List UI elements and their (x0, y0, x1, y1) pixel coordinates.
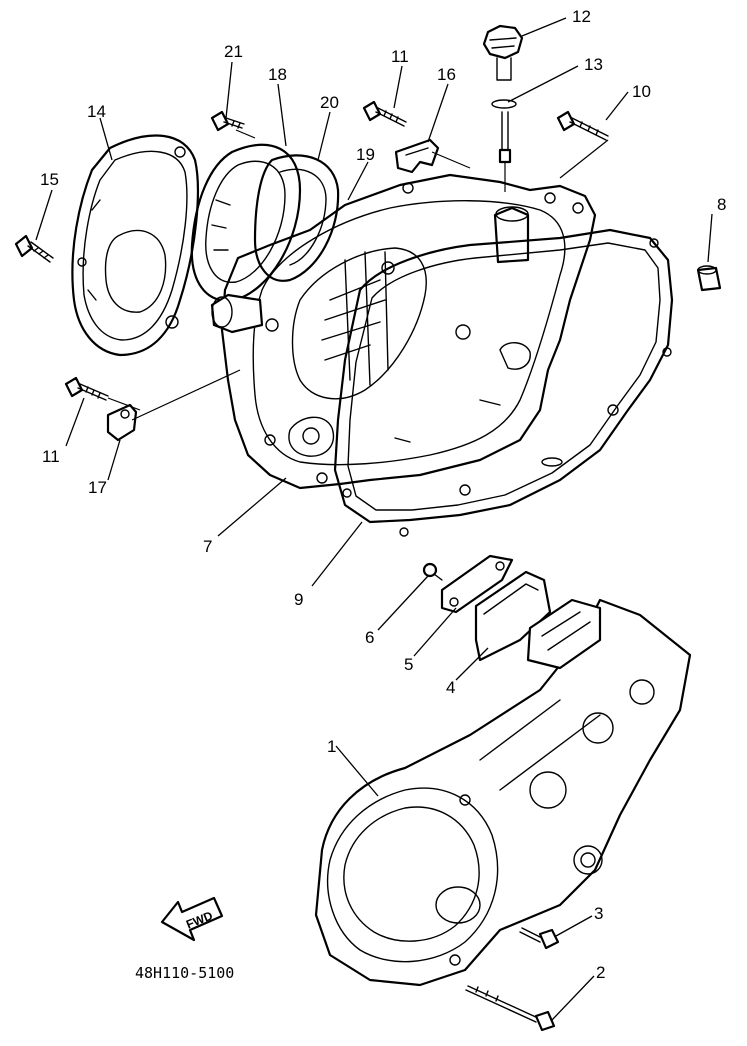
leader-lines (35, 17, 713, 1021)
label-14: 14 (87, 102, 106, 121)
label-21: 21 (224, 42, 243, 61)
label-9: 9 (294, 590, 303, 609)
label-16: 16 (437, 65, 456, 84)
part-18-rotor (190, 143, 302, 302)
part-6-screw (422, 562, 443, 581)
label-6: 6 (365, 628, 374, 647)
part-1-drive-cover (314, 598, 692, 987)
part-3-bolt (519, 927, 560, 950)
label-11-lower: 11 (42, 447, 60, 466)
label-7: 7 (203, 537, 212, 556)
part-9-gasket (333, 228, 674, 537)
label-3: 3 (594, 904, 603, 923)
label-8: 8 (717, 195, 726, 214)
label-18: 18 (268, 65, 287, 84)
part-8-dowel (696, 265, 722, 292)
part-14-side-cover (71, 134, 199, 357)
label-12: 12 (572, 7, 591, 26)
part-7-crankcase-cover (210, 173, 597, 490)
part-11-bolt-lower (64, 376, 109, 401)
part-15-bolt (14, 234, 54, 263)
label-19: 19 (356, 145, 375, 164)
fwd-direction-arrow: FWD (160, 896, 224, 942)
label-15: 15 (40, 170, 59, 189)
label-20: 20 (320, 93, 339, 112)
diagram-code: 48H110-5100 (135, 964, 234, 982)
label-5: 5 (404, 655, 413, 674)
part-21-bolt (210, 110, 245, 132)
part-20-stator (253, 154, 340, 282)
label-11-upper: 11 (391, 47, 409, 66)
part-2-bolt (465, 985, 556, 1032)
label-1: 1 (327, 737, 336, 756)
part-17-clamp (106, 403, 138, 442)
label-10: 10 (632, 82, 651, 101)
part-10-bolt (556, 110, 609, 141)
label-17: 17 (88, 478, 107, 497)
label-4: 4 (446, 678, 455, 697)
part-12-oil-cap (482, 24, 524, 164)
part-5-plate (440, 554, 514, 614)
part-11-bolt-upper (362, 100, 407, 127)
label-13: 13 (584, 55, 603, 74)
alignment-lines (107, 129, 609, 421)
label-2: 2 (596, 963, 605, 982)
callout-labels: 1 2 3 4 5 6 7 8 9 10 11 11 12 13 14 15 1… (40, 7, 726, 982)
part-16-clip (394, 138, 440, 174)
